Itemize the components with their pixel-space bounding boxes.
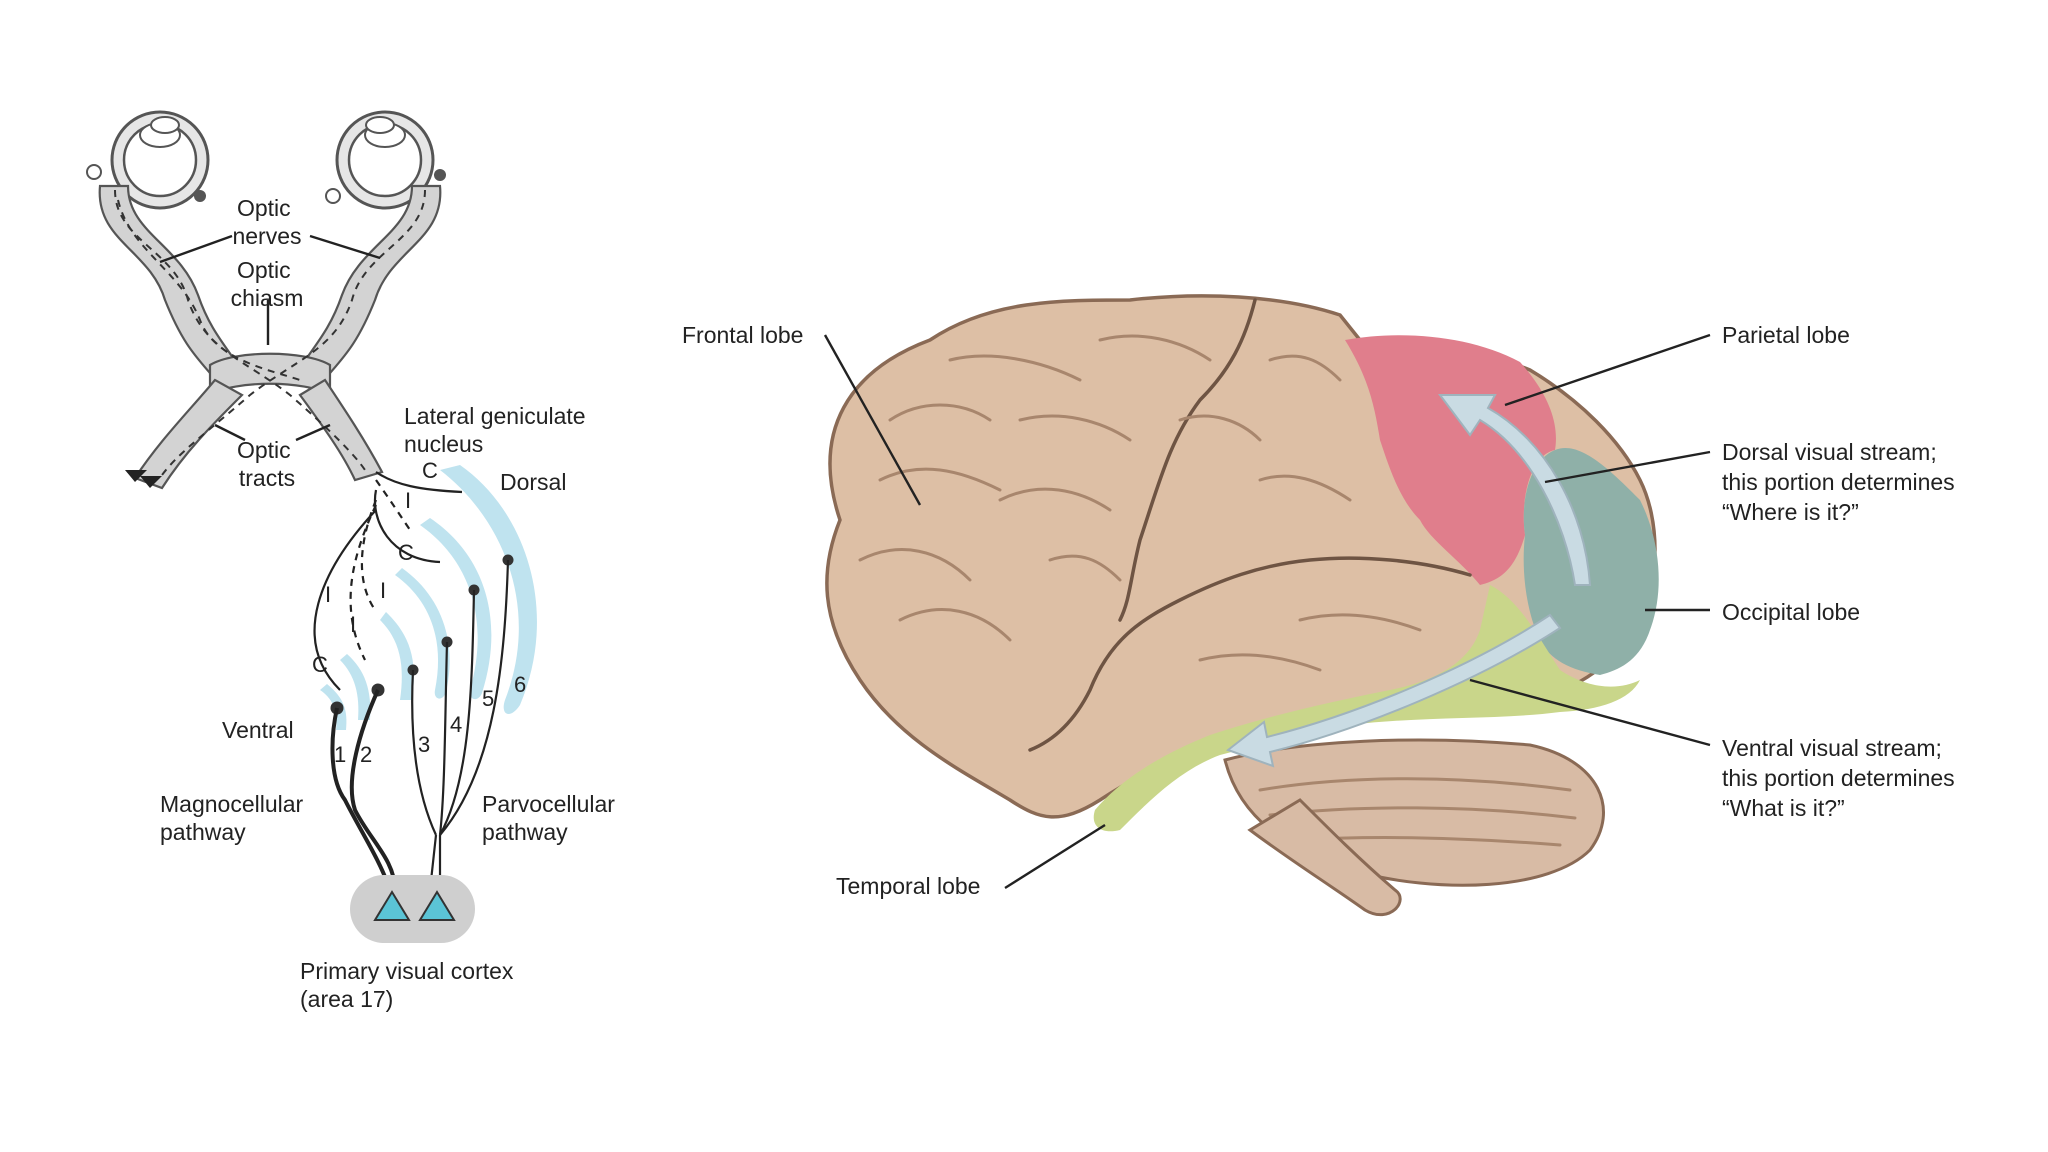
left-eye-icon — [86, 110, 210, 210]
layer-mark: C — [422, 458, 438, 483]
layer-mark: C — [312, 652, 328, 677]
right-eye-icon — [325, 110, 446, 210]
layer-mark: I — [405, 488, 411, 513]
primary-visual-cortex-label: Primary visual cortex (area 17) — [300, 958, 520, 1012]
relay-neurons — [330, 554, 514, 891]
optic-nerves-label: Optic nerves — [232, 195, 301, 249]
lgn-label: Lateral geniculate nucleus — [404, 403, 592, 457]
layer-mark: I — [350, 612, 356, 637]
optic-tracts — [133, 378, 384, 490]
optic-tracts-label: Optic tracts — [237, 437, 297, 491]
layer-number-3: 3 — [418, 732, 430, 757]
ventral-stream-label: Ventral visual stream; this portion dete… — [1722, 735, 1961, 821]
visual-pathway-diagram: I C I C I I C 1 2 3 4 5 6 — [86, 110, 621, 1012]
dorsal-label: Dorsal — [500, 469, 566, 495]
primary-visual-cortex — [350, 875, 475, 943]
layer-number-2: 2 — [360, 742, 372, 767]
layer-number-5: 5 — [482, 686, 494, 711]
dorsal-stream-label: Dorsal visual stream; this portion deter… — [1722, 439, 1961, 525]
layer-number-4: 4 — [450, 712, 462, 737]
layer-mark: I — [325, 582, 331, 607]
layer-number-6: 6 — [514, 672, 526, 697]
parietal-lobe-label: Parietal lobe — [1722, 322, 1850, 348]
lgn-layers — [320, 465, 537, 730]
parietal-lobe — [1345, 335, 1556, 585]
optic-chiasm-label: Optic chiasm — [231, 257, 304, 311]
dorsal-stream-arrow — [1438, 394, 1592, 586]
brainstem — [1247, 798, 1402, 917]
temporal-lobe-label: Temporal lobe — [836, 873, 980, 899]
frontal-lobe-label: Frontal lobe — [682, 322, 803, 348]
ventral-label: Ventral — [222, 717, 294, 743]
parvocellular-label: Parvocellular pathway — [482, 791, 621, 845]
layer-number-1: 1 — [334, 742, 346, 767]
layer-mark: I — [380, 578, 386, 603]
magnocellular-label: Magnocellular pathway — [160, 791, 310, 845]
layer-mark: C — [398, 540, 414, 565]
brain-lobes-diagram: Frontal lobe Parietal lobe Dorsal visual… — [682, 294, 1961, 917]
occipital-lobe-label: Occipital lobe — [1722, 599, 1860, 625]
ventral-stream-arrow — [1225, 613, 1562, 768]
